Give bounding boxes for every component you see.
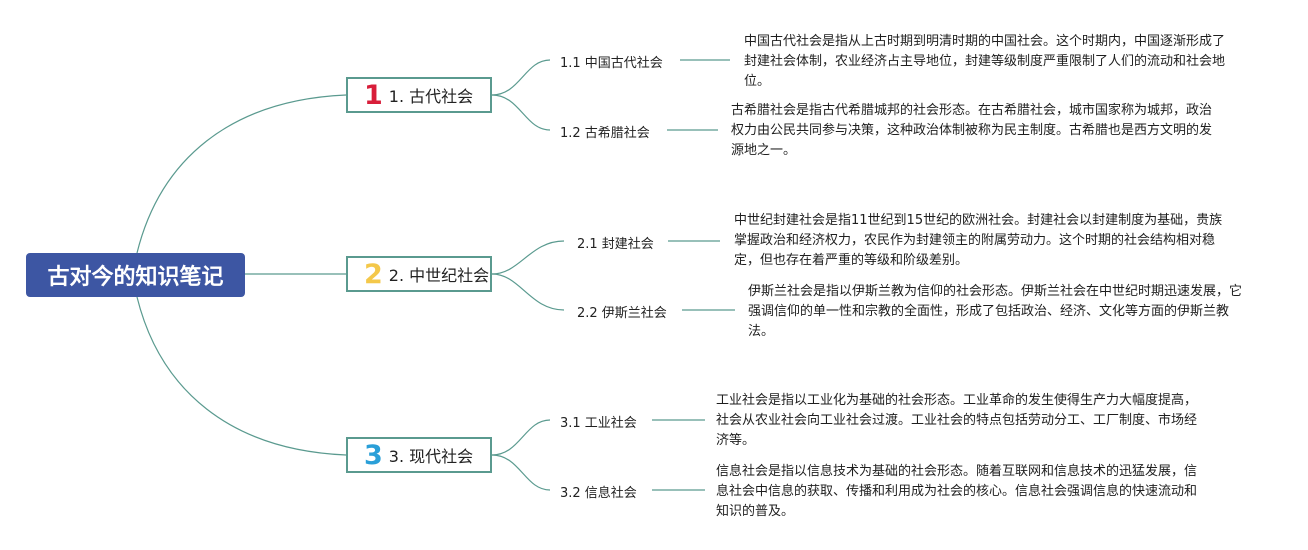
child-node-1-1[interactable]: 1.1 中国古代社会: [560, 56, 663, 71]
branch-label: 1. 古代社会: [388, 87, 474, 106]
link-branch-3-child-1: [491, 419, 551, 456]
root-title: 古对今的知识笔记: [47, 265, 224, 290]
link-branch-2-child-2: [491, 273, 565, 311]
branch-node-ancient[interactable]: 1 1. 古代社会: [346, 77, 492, 113]
number-3-icon: 3: [364, 439, 383, 471]
number-2-icon: 2: [364, 258, 383, 290]
link-root-branch-1: [136, 94, 347, 254]
link-branch-1-child-1: [491, 59, 551, 96]
branch-label: 3. 现代社会: [388, 447, 474, 466]
child-description-3-1: 工业社会是指以工业化为基础的社会形态。工业革命的发生使得生产力大幅度提高，社会从…: [716, 393, 1198, 448]
link-branch-3-child-2: [491, 454, 551, 491]
child-description-3-2: 信息社会是指以信息技术为基础的社会形态。随着互联网和信息技术的迅猛发展，信息社会…: [716, 464, 1198, 519]
child-node-3-2[interactable]: 3.2 信息社会: [560, 486, 637, 501]
child-node-3-1[interactable]: 3.1 工业社会: [560, 416, 637, 431]
child-description-2-2: 伊斯兰社会是指以伊斯兰教为信仰的社会形态。伊斯兰社会在中世纪时期迅速发展，它强调…: [748, 284, 1243, 339]
branch-node-modern[interactable]: 3 3. 现代社会: [346, 437, 492, 473]
child-description-2-1: 中世纪封建社会是指11世纪到15世纪的欧洲社会。封建社会以封建制度为基础，贵族掌…: [734, 213, 1223, 268]
link-branch-2-child-1: [491, 240, 565, 275]
link-branch-1-child-2: [491, 94, 551, 131]
link-root-branch-3: [136, 296, 347, 456]
child-description-1-1: 中国古代社会是指从上古时期到明清时期的中国社会。这个时期内，中国逐渐形成了封建社…: [744, 34, 1226, 89]
child-node-1-2[interactable]: 1.2 古希腊社会: [560, 126, 650, 141]
branch-node-medieval[interactable]: 2 2. 中世纪社会: [346, 256, 492, 292]
number-1-icon: 1: [364, 79, 383, 111]
child-node-2-2[interactable]: 2.2 伊斯兰社会: [577, 306, 667, 321]
branch-label: 2. 中世纪社会: [388, 266, 490, 285]
child-description-1-2: 古希腊社会是指古代希腊城邦的社会形态。在古希腊社会，城市国家称为城邦，政治权力由…: [731, 103, 1213, 158]
root-node[interactable]: 古对今的知识笔记: [26, 253, 245, 297]
child-node-2-1[interactable]: 2.1 封建社会: [577, 237, 654, 252]
